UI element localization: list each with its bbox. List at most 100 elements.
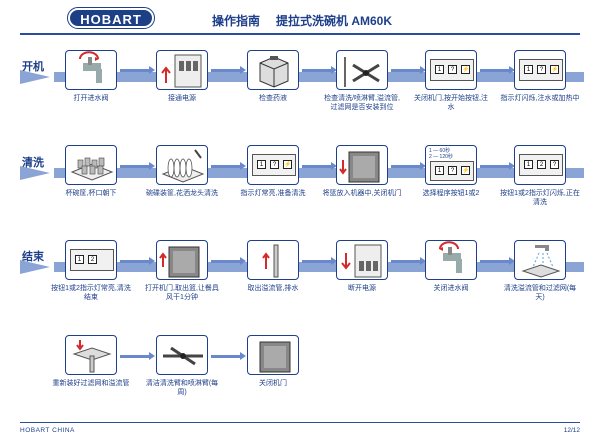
flow-arrow <box>211 66 246 74</box>
flow-arrow <box>211 352 246 360</box>
step-check-arms: 检查清洗/喷淋臂,溢流管,过滤网是否安装到位 <box>324 50 400 111</box>
flow-arrow <box>480 257 515 265</box>
panel-icon: 1 ? ⚡ <box>430 59 474 81</box>
row-band-wash <box>54 168 584 178</box>
card <box>156 240 208 280</box>
step-caption: 检查药液 <box>259 95 287 102</box>
row-band-startup <box>54 72 584 82</box>
step-caption: 选择程序按钮1或2 <box>422 190 480 197</box>
program-1: 1 — 60秒 <box>429 148 451 154</box>
clean-filter-icon <box>521 245 561 278</box>
panel-running-icon: 1 2 ? <box>519 154 563 176</box>
panel-key-2: ? <box>448 166 457 175</box>
hobart-logo: HOBART <box>67 7 155 29</box>
step-cup-rack: 杯碗筐,杯口朝下 <box>65 145 117 197</box>
flow-arrow <box>120 352 155 360</box>
step-caption: 接通电源 <box>168 95 196 102</box>
flow-arrow <box>302 162 337 170</box>
panel-key-start: ⚡ <box>461 65 470 74</box>
panel-flash-icon: 1 ? ⚡ <box>519 59 563 81</box>
step-caption: 取出溢流管,排水 <box>247 285 299 292</box>
program-icon: 1 ? ⚡ <box>430 161 474 181</box>
step-caption: 重新装好过滤网和溢流管 <box>52 380 130 387</box>
step-reinstall-filter: 重新装好过滤网和溢流管 <box>53 335 130 387</box>
step-wash-done: 1 2 按钮1或2指示灯常亮,清洗结束 <box>51 240 131 301</box>
step-indicator-steady: 1 ? ⚡ 指示灯常亮,准备清洗 <box>241 145 305 197</box>
panel-key-2: ? <box>448 65 457 74</box>
flow-arrow <box>391 162 426 170</box>
breaker-off-icon <box>341 244 382 278</box>
step-plate-rack: 碗碟装筐,花洒龙头清洗 <box>146 145 218 197</box>
step-clean-arms: 清洁清洗臂和喷淋臂(每周) <box>146 335 218 396</box>
panel-ready-icon: 1 ? ⚡ <box>252 154 296 176</box>
card <box>425 240 477 280</box>
flow-arrow <box>120 162 155 170</box>
card <box>65 335 117 375</box>
step-caption: 打开进水阀 <box>73 95 109 102</box>
model-title: 提拉式洗碗机 AM60K <box>276 14 393 28</box>
card <box>156 335 208 375</box>
step-caption: 关闭进水阀 <box>433 285 469 292</box>
step-open-door: 打开机门,取出篮,让餐具风干1分钟 <box>145 240 219 301</box>
panel-key-1: 1 <box>75 255 84 264</box>
panel-done-icon: 1 2 <box>70 249 114 271</box>
footer-company: HOBART CHINA <box>20 427 75 434</box>
step-caption: 清洁清洗臂和喷淋臂(每周) <box>145 380 219 396</box>
panel-key-1: 1 <box>524 160 533 169</box>
panel-key-2: ? <box>537 65 546 74</box>
card: 1 2 ? <box>514 145 566 185</box>
panel-key-1: 1 <box>435 166 444 175</box>
step-caption: 关闭机门 <box>259 380 287 387</box>
flow-arrow <box>211 257 246 265</box>
step-close-water-valve: 关闭进水阀 <box>425 240 477 292</box>
overflow-pipe-icon <box>262 244 279 278</box>
panel-key-1: 1 <box>524 65 533 74</box>
step-open-water-valve: 打开进水阀 <box>65 50 117 102</box>
step-caption: 关闭机门,按开始按钮,注水 <box>414 95 488 111</box>
panel-key-help: ? <box>550 160 559 169</box>
flow-arrow <box>302 66 337 74</box>
flow-arrow <box>120 257 155 265</box>
filter-install-icon <box>72 340 112 373</box>
flow-arrow <box>480 162 515 170</box>
detergent-icon <box>259 56 289 88</box>
flow-arrow <box>391 66 426 74</box>
header-divider <box>20 33 580 35</box>
step-caption: 按钮1或2指示灯闪烁,正在清洗 <box>500 190 580 206</box>
card <box>156 145 208 185</box>
panel-key-2: 2 <box>537 160 546 169</box>
row-band-finish <box>54 262 584 272</box>
step-remove-overflow: 取出溢流管,排水 <box>247 240 299 292</box>
panel-key-2: 2 <box>88 255 97 264</box>
panel-key-start: ⚡ <box>550 65 559 74</box>
machine-closed-icon <box>259 341 291 373</box>
step-caption: 清洗溢流管和过滤网(每天) <box>503 285 577 301</box>
card: 1 ? ⚡ <box>514 50 566 90</box>
program-2: 2 — 120秒 <box>429 154 453 160</box>
wash-arm-icon <box>344 57 380 87</box>
step-caption: 将篮放入机器中,关闭机门 <box>322 190 402 197</box>
card <box>247 50 299 90</box>
step-caption: 按钮1或2指示灯常亮,清洗结束 <box>51 285 131 301</box>
panel-key-1: 1 <box>435 65 444 74</box>
flow-arrow <box>391 257 426 265</box>
row-arrow-wash <box>20 166 50 180</box>
program-list: 1 — 60秒 2 — 120秒 <box>429 148 453 160</box>
step-power-on: 接通电源 <box>156 50 208 102</box>
step-caption: 指示灯闪烁,注水或加热中 <box>500 95 580 102</box>
step-washing: 1 2 ? 按钮1或2指示灯闪烁,正在清洗 <box>500 145 580 206</box>
card: 1 ? ⚡ <box>247 145 299 185</box>
step-caption: 打开机门,取出篮,让餐具风干1分钟 <box>145 285 219 301</box>
machine-open-icon <box>159 246 200 278</box>
row-arrow-startup <box>20 70 50 84</box>
step-close-door: 关闭机门 <box>247 335 299 387</box>
flow-arrow <box>480 66 515 74</box>
flow-arrow <box>211 162 246 170</box>
machine-icon <box>339 151 380 183</box>
cup-rack-icon <box>70 157 114 181</box>
step-close-start: 1 ? ⚡ 关闭机门,按开始按钮,注水 <box>414 50 488 111</box>
card <box>336 240 388 280</box>
card <box>156 50 208 90</box>
card <box>247 335 299 375</box>
step-caption: 断开电源 <box>348 285 376 292</box>
